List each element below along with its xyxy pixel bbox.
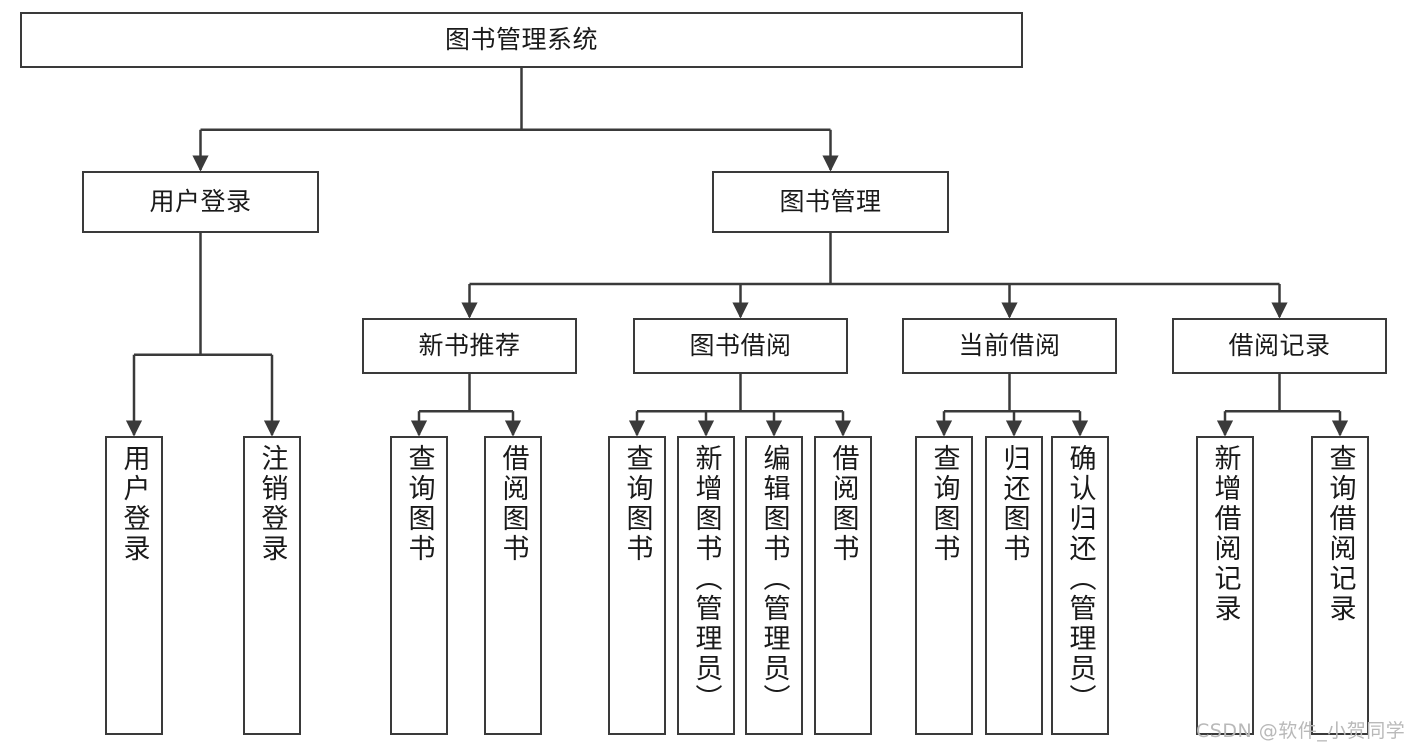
node-label: 查询借阅记录 — [1324, 444, 1356, 624]
node-label: 新书推荐 — [418, 331, 521, 361]
node-leaf-logout[interactable]: 注销登录 — [243, 436, 301, 735]
node-leaf-query-book-2[interactable]: 查询图书 — [608, 436, 666, 735]
node-leaf-borrow-book-2[interactable]: 借阅图书 — [814, 436, 872, 735]
node-borrow-record[interactable]: 借阅记录 — [1172, 318, 1387, 374]
node-label: 借阅图书 — [497, 444, 529, 564]
node-new-book-recommend[interactable]: 新书推荐 — [362, 318, 577, 374]
node-label: 查询图书 — [621, 444, 653, 564]
node-label: 当前借阅 — [958, 331, 1061, 361]
node-user-login[interactable]: 用户登录 — [82, 171, 319, 233]
node-leaf-query-borrow-record[interactable]: 查询借阅记录 — [1311, 436, 1369, 735]
node-leaf-query-book-1[interactable]: 查询图书 — [390, 436, 448, 735]
node-leaf-add-book-admin[interactable]: 新增图书（管理员） — [677, 436, 735, 735]
node-label: 编辑图书（管理员） — [758, 444, 790, 714]
node-label: 确认归还（管理员） — [1064, 444, 1096, 714]
node-leaf-edit-book-admin[interactable]: 编辑图书（管理员） — [745, 436, 803, 735]
node-label: 图书管理系统 — [444, 25, 598, 55]
node-label: 图书管理 — [779, 187, 882, 217]
node-label: 新增图书（管理员） — [690, 444, 722, 714]
node-leaf-return-book[interactable]: 归还图书 — [985, 436, 1043, 735]
node-leaf-query-book-3[interactable]: 查询图书 — [915, 436, 973, 735]
node-leaf-user-login[interactable]: 用户登录 — [105, 436, 163, 735]
node-label: 查询图书 — [403, 444, 435, 564]
node-label: 注销登录 — [256, 444, 288, 564]
watermark: CSDN @软件_小贺同学 — [1196, 720, 1405, 742]
node-label: 新增借阅记录 — [1209, 444, 1241, 624]
node-label: 借阅记录 — [1228, 331, 1331, 361]
node-label: 查询图书 — [928, 444, 960, 564]
node-label: 图书借阅 — [689, 331, 792, 361]
node-title-book-management-system[interactable]: 图书管理系统 — [20, 12, 1023, 68]
node-leaf-add-borrow-record[interactable]: 新增借阅记录 — [1196, 436, 1254, 735]
node-label: 归还图书 — [998, 444, 1030, 564]
node-leaf-borrow-book-1[interactable]: 借阅图书 — [484, 436, 542, 735]
node-label: 借阅图书 — [827, 444, 859, 564]
node-current-borrow[interactable]: 当前借阅 — [902, 318, 1117, 374]
node-leaf-confirm-return-admin[interactable]: 确认归还（管理员） — [1051, 436, 1109, 735]
node-book-manage[interactable]: 图书管理 — [712, 171, 949, 233]
node-label: 用户登录 — [149, 187, 252, 217]
node-label: 用户登录 — [118, 444, 150, 564]
node-book-borrow[interactable]: 图书借阅 — [633, 318, 848, 374]
